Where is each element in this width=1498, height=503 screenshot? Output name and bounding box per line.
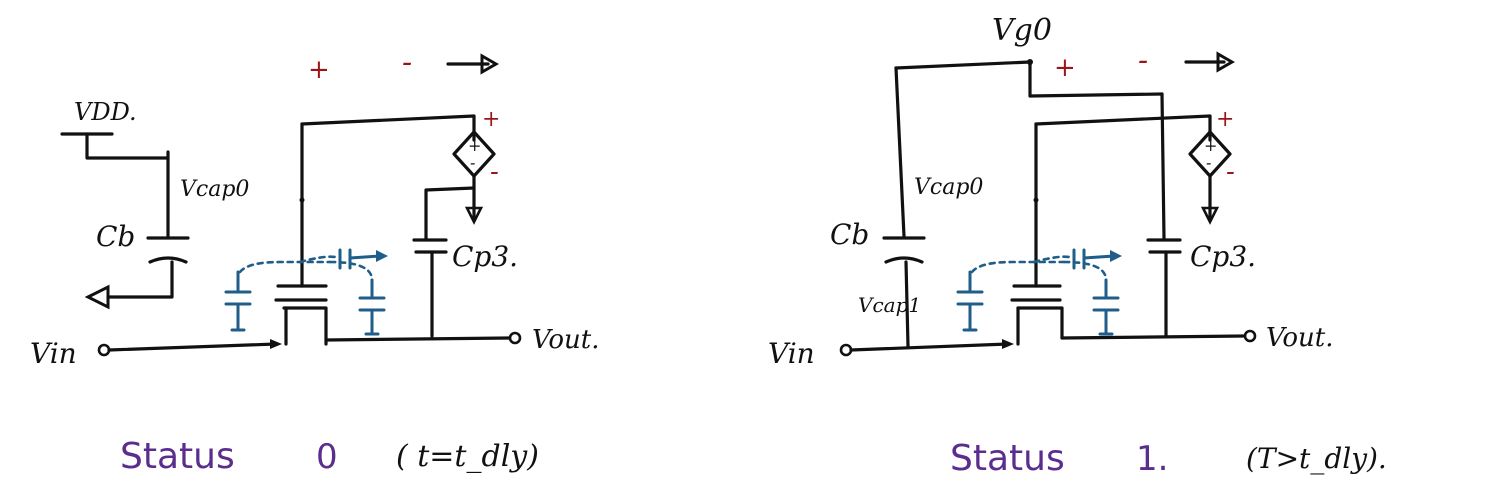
status0-vin-arrowhead — [270, 339, 282, 349]
status1-transistor — [1010, 122, 1064, 346]
status1-cb-label: Cb — [830, 218, 869, 251]
status1-minus-top: - — [1138, 43, 1148, 78]
status1-cp3-label: Cp3. — [1190, 240, 1256, 273]
status0-src-minus: - — [470, 153, 475, 172]
status0-caption-cond: ( t=t_dly) — [396, 439, 539, 474]
status1-caption-num: 1. — [1136, 439, 1168, 479]
status1-vin-label: Vin — [768, 337, 815, 370]
status1-caption-status: Status — [950, 438, 1065, 479]
status0-cp3-capacitor — [412, 238, 448, 338]
status0-parasitic-caps — [224, 248, 388, 336]
status0-direction-arrow — [446, 53, 500, 75]
status0-vcap0-label: Vcap0 — [180, 177, 249, 202]
status1-minus-src: - — [1226, 157, 1235, 187]
status0-vout-node — [508, 331, 522, 345]
status0-caption-num: 0 — [316, 437, 338, 477]
status0-transistor — [274, 122, 328, 346]
status1-plus-src: + — [1216, 107, 1234, 132]
status0-cb-capacitor — [84, 150, 190, 310]
status0-vdd-source — [60, 132, 170, 160]
status0-cb-label: Cb — [96, 220, 135, 253]
status1-current-arrow — [1200, 206, 1220, 225]
status0-src-plus: + — [468, 136, 481, 155]
status1-src-plus: + — [1204, 136, 1217, 155]
status1-plus-top: + — [1054, 53, 1076, 83]
status0-plus-top: + — [308, 55, 330, 85]
status1-cb-capacitor — [882, 66, 926, 348]
status0-minus-top: - — [402, 45, 412, 80]
status1-vcap0-label: Vcap0 — [914, 175, 983, 200]
status1-circuit: Vg0 Vcap0 Cb Vcap1 Vin — [768, 13, 1387, 479]
status1-vout-label: Vout. — [1266, 323, 1334, 353]
status1-vg0-label: Vg0 — [992, 13, 1052, 48]
status1-vout-node — [1243, 329, 1257, 343]
status0-caption-status: Status — [120, 436, 235, 477]
status1-vcap1-label: Vcap1 — [858, 293, 921, 317]
status1-src-minus: - — [1206, 153, 1211, 172]
status0-plus-src: + — [482, 107, 500, 132]
status1-vin-arrowhead — [1002, 339, 1014, 349]
status1-cp3-capacitor — [1146, 238, 1182, 338]
status1-caption-cond: (T>t_dly). — [1246, 442, 1387, 475]
status0-vout-label: Vout. — [532, 325, 600, 355]
status0-vdd-label: VDD. — [74, 98, 137, 126]
status0-ground-arrow — [84, 284, 110, 310]
status0-minus-src: - — [490, 157, 499, 187]
status1-direction-arrow — [1184, 51, 1236, 73]
status0-vin-label: Vin — [30, 337, 77, 370]
status0-current-arrow — [464, 206, 484, 225]
status0-dependent-source: + - — [452, 130, 496, 178]
status1-parasitic-caps — [956, 248, 1122, 336]
status0-cp3-label: Cp3. — [452, 240, 518, 273]
status1-dependent-source: + - — [1188, 130, 1232, 178]
status0-circuit: VDD. Vcap0 Cb Vin + - — [30, 45, 600, 477]
